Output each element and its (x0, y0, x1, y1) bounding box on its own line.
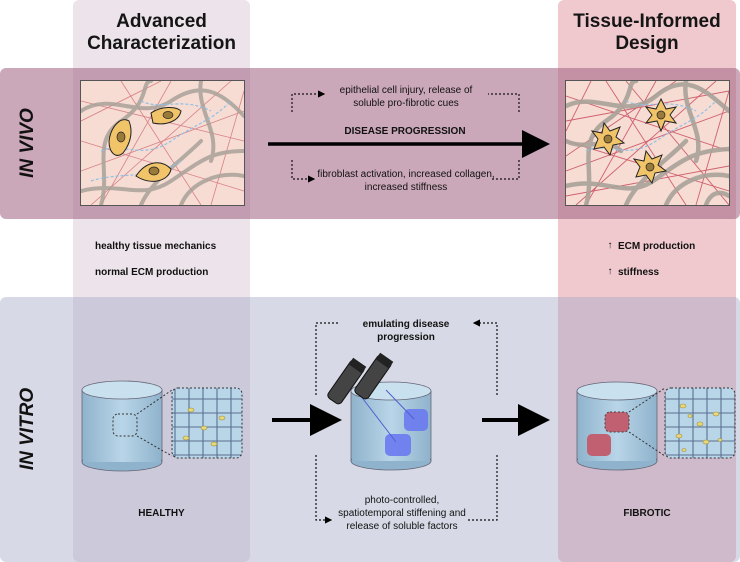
healthy-prop-1: healthy tissue mechanics (95, 241, 217, 252)
fibrotic-prop-1: ECM production (618, 241, 696, 252)
up-arrow-icon: ↑ (607, 240, 613, 251)
fibrotic-label: FIBROTIC (623, 508, 671, 519)
disease-progression-label: DISEASE PROGRESSION (344, 126, 466, 137)
photo-control-text: photo-controlled, spatiotemporal stiffen… (338, 495, 466, 532)
right-column-title: Tissue-Informed Design (573, 11, 721, 54)
healthy-label: HEALTHY (138, 508, 185, 519)
fibrotic-tissue-icon (565, 80, 730, 206)
left-column-title: Advanced Characterization (87, 11, 236, 54)
up-arrow-icon: ↑ (607, 266, 613, 277)
hydrogel-cylinder-icon (350, 381, 432, 471)
hydrogel-cylinder-icon (81, 380, 243, 472)
hydrogel-cylinder-icon (576, 381, 736, 471)
healthy-prop-2: normal ECM production (95, 267, 209, 278)
fibrotic-prop-2: stiffness (618, 267, 660, 278)
healthy-tissue-icon (80, 80, 245, 206)
emulating-text: emulating disease progression (362, 319, 450, 343)
light-source-icon (327, 352, 415, 443)
top-cue-text: epithelial cell injury, release of solub… (339, 85, 473, 109)
bottom-cue-text: fibroblast activation, increased collage… (317, 169, 495, 193)
fibroblast-cell-icon (108, 107, 182, 182)
